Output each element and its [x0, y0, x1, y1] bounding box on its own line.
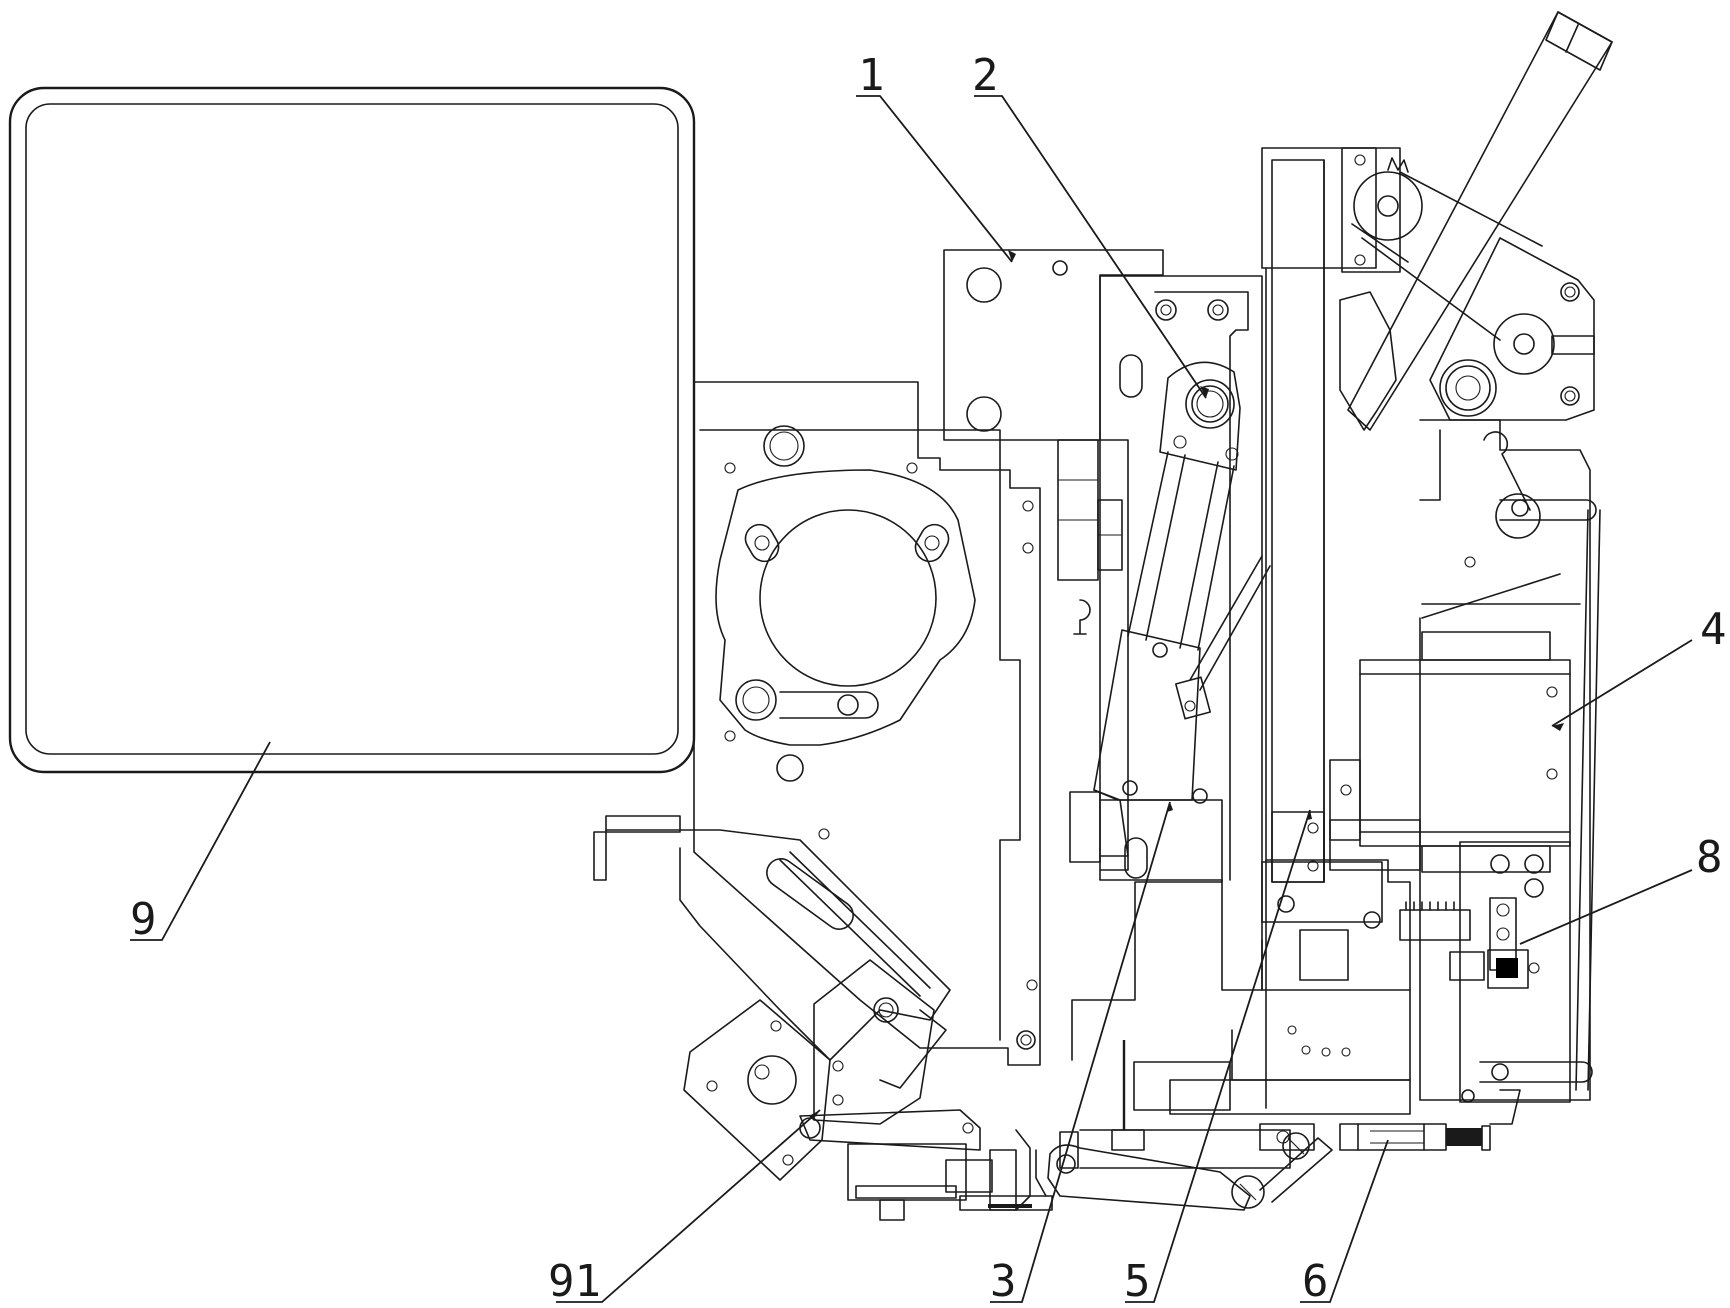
leader-3: [990, 802, 1170, 1302]
mounting-plate: [944, 250, 1163, 440]
lower-plate: [1134, 860, 1410, 1114]
leader-4: [1552, 640, 1692, 726]
label-2: 2: [972, 50, 999, 101]
leader-8: [1520, 870, 1692, 944]
gear-sensor-bracket: [1400, 842, 1570, 1102]
label-4: 4: [1700, 604, 1727, 655]
label-8: 8: [1696, 832, 1723, 883]
label-91: 91: [548, 1256, 601, 1307]
label-1: 1: [858, 50, 885, 101]
linear-actuator: [1260, 1090, 1520, 1150]
label-5: 5: [1124, 1256, 1151, 1307]
swing-arm-assembly: [1094, 362, 1270, 856]
bottom-linkage: [1036, 1130, 1332, 1210]
center-frame: [1058, 276, 1262, 1130]
leader-lines: [130, 96, 1692, 1302]
label-3: 3: [990, 1256, 1017, 1307]
drive-block: [1330, 632, 1570, 872]
panel-hinge-bracket: [594, 816, 1052, 1220]
vertical-slide-rail: [1262, 148, 1376, 1108]
leader-2: [974, 96, 1206, 398]
label-6: 6: [1302, 1256, 1329, 1307]
right-frame: [1420, 420, 1600, 1102]
display-panel: [10, 88, 694, 772]
label-9: 9: [130, 894, 157, 945]
leader-1: [856, 96, 1012, 262]
leader-5: [1125, 810, 1310, 1302]
belt-drive: [1340, 12, 1612, 430]
